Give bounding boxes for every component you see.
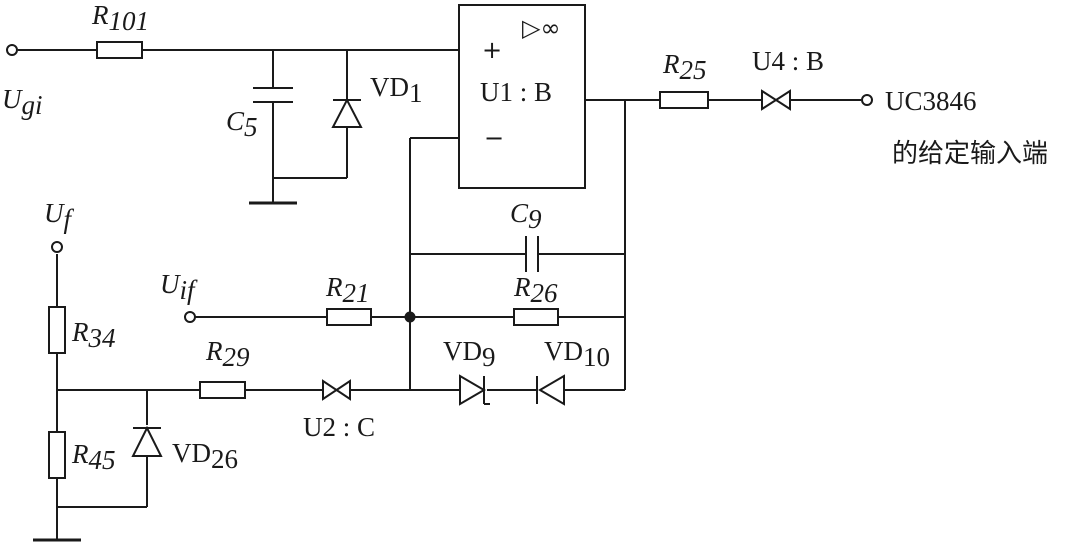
label-r101-sym: R	[91, 0, 109, 30]
label-vd9: VD9	[443, 336, 496, 372]
capacitor-c9	[525, 236, 539, 272]
resistor-r29	[199, 381, 246, 399]
label-ugi-sub: gi	[22, 90, 43, 120]
capacitor-c5	[253, 87, 293, 103]
label-ugi: Ugi	[2, 84, 43, 120]
label-uf: Uf	[44, 198, 75, 234]
ugi-terminal	[6, 44, 18, 56]
label-r26-sub: 26	[531, 278, 559, 308]
switch-u4b	[761, 89, 791, 111]
label-uf-sub: f	[64, 204, 75, 234]
label-output-note: 的给定输入端	[892, 139, 1048, 169]
label-vd1-sub: 1	[409, 78, 423, 108]
label-vd10-sym: VD	[544, 336, 583, 366]
label-c5-sym: C	[226, 106, 245, 136]
opamp-symbol: ▷∞	[522, 14, 560, 42]
diode-vd9	[459, 374, 490, 406]
opamp-label: U1 : B	[480, 77, 552, 107]
opamp-minus-sign: −	[484, 124, 504, 152]
label-vd9-sym: VD	[443, 336, 482, 366]
label-c5: C5	[226, 106, 258, 142]
opamp-body	[458, 4, 586, 189]
resistor-r21	[326, 308, 372, 326]
opamp-u1b: ▷∞ + − U1 : B	[458, 4, 586, 189]
label-r34-sym: R	[71, 317, 89, 347]
label-vd10-sub: 10	[583, 342, 610, 372]
label-vd1-sym: VD	[370, 72, 409, 102]
resistor-r101	[96, 41, 143, 59]
diode-vd10	[536, 374, 565, 406]
label-r21-sym: R	[325, 272, 343, 302]
label-c9-sym: C	[510, 198, 529, 228]
diode-vd26	[131, 425, 163, 457]
label-uif-sym: U	[160, 269, 181, 299]
resistor-r26	[513, 308, 559, 326]
label-uf-sym: U	[44, 198, 65, 228]
terminals	[6, 44, 873, 542]
label-output-target: UC3846	[885, 86, 977, 116]
label-r34-sub: 34	[88, 323, 116, 353]
resistor-r34	[48, 306, 66, 354]
label-r29-sym: R	[205, 336, 223, 366]
label-c9: C9	[510, 198, 542, 234]
label-r26-sym: R	[513, 272, 531, 302]
resistor-r25	[659, 91, 709, 109]
label-vd9-sub: 9	[482, 342, 496, 372]
label-u2c: U2 : C	[303, 412, 375, 442]
label-uif-sub: if	[180, 275, 199, 305]
label-r101: R101	[91, 0, 149, 36]
label-r45-sub: 45	[89, 445, 116, 475]
label-vd26: VD26	[172, 438, 238, 474]
junction-dot	[404, 311, 416, 323]
resistor-r45	[48, 431, 66, 479]
label-uif: Uif	[160, 269, 198, 305]
uif-terminal	[184, 311, 196, 323]
label-r29-sub: 29	[223, 342, 251, 372]
label-c9-sub: 9	[528, 204, 542, 234]
label-vd26-sub: 26	[211, 444, 238, 474]
uf-terminal	[51, 241, 63, 253]
wires	[18, 49, 861, 540]
label-r25-sym: R	[662, 49, 680, 79]
label-c5-sub: 5	[244, 112, 258, 142]
label-r21: R21	[325, 272, 370, 308]
label-r45: R45	[71, 439, 116, 475]
label-vd1: VD1	[370, 72, 423, 108]
label-ugi-sym: U	[2, 84, 23, 114]
label-vd10: VD10	[544, 336, 610, 372]
label-u4b: U4 : B	[752, 46, 824, 76]
label-r101-sub: 101	[109, 6, 150, 36]
label-r29: R29	[205, 336, 250, 372]
label-r45-sym: R	[71, 439, 89, 469]
label-r25-sub: 25	[680, 55, 707, 85]
diode-vd1	[331, 97, 363, 128]
label-r25: R25	[662, 49, 707, 85]
label-r26: R26	[513, 272, 558, 308]
label-vd26-sym: VD	[172, 438, 211, 468]
output-terminal	[861, 94, 873, 106]
opamp-plus-sign: +	[482, 36, 502, 64]
switch-u2c	[322, 379, 351, 401]
label-r34: R34	[71, 317, 116, 353]
label-r21-sub: 21	[343, 278, 370, 308]
